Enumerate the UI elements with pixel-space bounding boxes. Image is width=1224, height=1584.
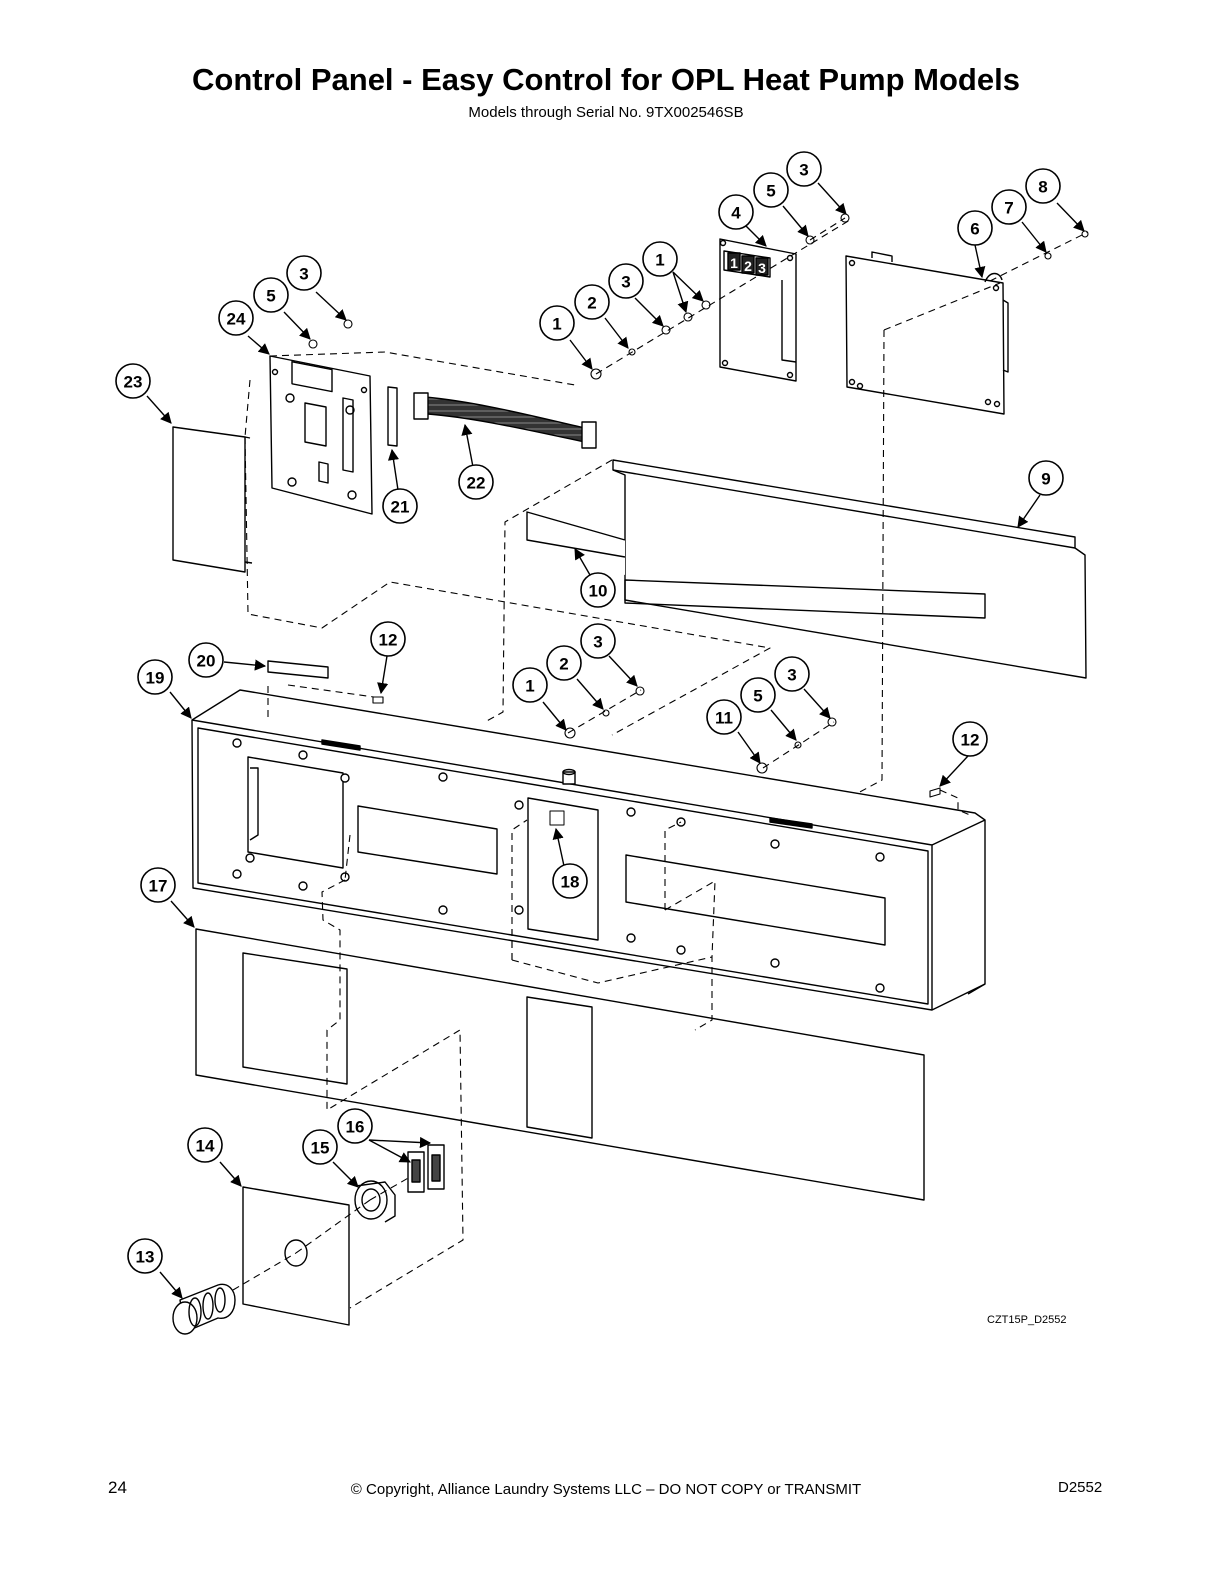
callout-label: 2 [587,294,596,313]
label-part-20 [267,660,329,679]
callout-label: 15 [311,1139,330,1158]
switch-body-part-15 [354,1180,396,1223]
callout-label: 4 [731,204,741,223]
callout-label: 2 [559,655,568,674]
callout-label: 3 [787,666,796,685]
callout-label: 20 [197,652,216,671]
callout-circles [115,151,1064,1274]
callout-label: 3 [593,633,602,652]
page-title: Control Panel - Easy Control for OPL Hea… [192,62,1020,97]
page-number: 24 [108,1478,127,1497]
callout-label: 3 [621,273,630,292]
leader-arrows [146,182,1085,1299]
callout-label: 3 [299,265,308,284]
callout-label: 10 [589,582,608,601]
front-panel-part-17 [195,928,925,1201]
assembly-lines [232,217,1089,1309]
callout-label: 17 [149,877,168,896]
callout-label: 5 [766,182,775,201]
window-part-10 [526,511,626,575]
document-code: D2552 [1058,1479,1103,1496]
callout-label: 23 [124,373,143,392]
callout-label: 16 [346,1118,365,1137]
callout-label: 1 [525,677,534,696]
display-digit: 2 [744,258,752,274]
callout-label: 24 [227,310,246,329]
cover-plate-part-23 [172,426,253,573]
callout-label: 9 [1041,470,1050,489]
ribbon-cable-part-22 [413,392,597,449]
contact-blocks-part-16 [407,1144,445,1193]
knob-plate-part-14 [242,1186,350,1326]
callout-label: 22 [467,474,486,493]
callout-label: 18 [561,873,580,892]
callout-label: 21 [391,498,410,517]
callout-label: 1 [655,251,664,270]
callout-label: 11 [715,709,733,728]
callout-label: 12 [379,631,398,650]
callout-label: 8 [1038,178,1047,197]
overlay-panel-part-9 [612,459,1087,679]
callout-label: 12 [961,731,980,750]
callout-label: 6 [970,220,979,239]
callout-label: 14 [196,1137,215,1156]
copyright-notice: © Copyright, Alliance Laundry Systems LL… [350,1481,862,1498]
display-digit: 1 [730,255,738,271]
callout-label: 5 [753,687,762,706]
knob-part-13 [172,1283,236,1335]
display-digits: 1 2 3 [730,255,766,276]
display-digit: 3 [758,260,766,276]
callout-label: 5 [266,287,275,306]
page-subtitle: Models through Serial No. 9TX002546SB [468,104,744,121]
drawing-id: CZT15P_D2552 [987,1314,1067,1326]
callout-label: 3 [799,161,808,180]
main-control-board-part-6 [845,251,1009,415]
connector-part-21 [387,386,398,447]
callout-label: 13 [136,1248,155,1267]
control-panel-housing-part-19 [191,689,986,1011]
control-bracket-part-24 [269,355,373,515]
callout-label: 7 [1004,199,1013,218]
callout-label: 1 [552,315,561,334]
callout-label: 19 [146,669,165,688]
display-board-part-4 [719,238,797,382]
